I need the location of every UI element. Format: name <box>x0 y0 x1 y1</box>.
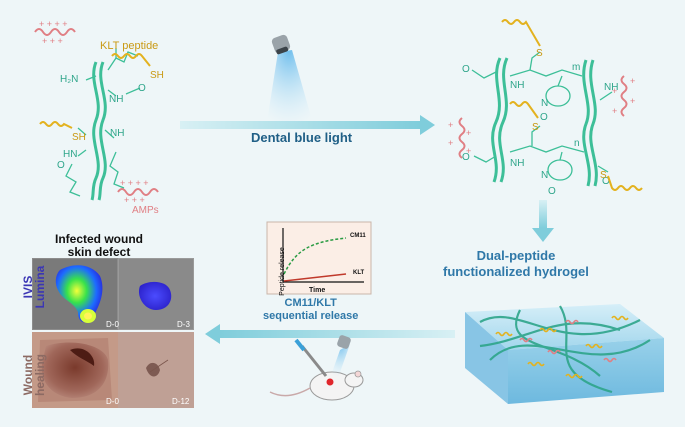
net-o-1: O <box>462 64 470 75</box>
net-s-3: S <box>600 170 607 181</box>
net-nh-2: NH <box>510 158 524 169</box>
svg-text:+: + <box>612 106 617 116</box>
graph-klt-label: KLT <box>353 270 365 276</box>
net-s-2: S <box>532 122 539 133</box>
net-o-5: O <box>602 176 610 187</box>
release-graph <box>266 221 372 295</box>
svg-text:+: + <box>466 128 471 138</box>
ivis-d0-label: D-0 <box>106 320 119 329</box>
hydrogel-title-line2: functionalized hydrogel <box>443 264 589 279</box>
chem-o-1: O <box>138 83 146 94</box>
dental-blue-light-label: Dental blue light <box>251 130 353 145</box>
net-n-2: N <box>541 170 548 181</box>
klt-curve <box>283 273 347 282</box>
net-m: m <box>572 62 580 73</box>
net-nh-3: NH <box>604 82 618 93</box>
ivis-side-label: IVIS Lumina <box>21 260 47 314</box>
monomer-side-groups <box>65 48 141 197</box>
network-thioethers: S S S <box>501 19 643 191</box>
dental-lamp-icon <box>266 34 312 128</box>
chem-nh-1: NH <box>109 94 123 105</box>
ivis-panels <box>32 258 194 330</box>
net-nh-1: NH <box>510 80 524 91</box>
net-o-3: O <box>540 112 548 123</box>
crosslinked-network <box>491 57 598 187</box>
svg-text:+ + + +: + + + + <box>120 178 149 188</box>
klt-peptide-left: SH <box>39 121 86 143</box>
infected-wound-title: Infected wound skin defect <box>55 233 143 259</box>
arrow-down <box>532 200 554 242</box>
hydrogel-title: Dual-peptide functionalized hydrogel <box>443 248 589 280</box>
wound-d12-label: D-12 <box>172 397 190 406</box>
arrow-left <box>205 324 455 344</box>
svg-text:+ + +: + + + <box>42 36 63 46</box>
graph-x-label: Time <box>309 287 326 294</box>
cm11-curve <box>283 237 347 275</box>
chem-hn: HN <box>63 149 77 160</box>
net-o-2: O <box>462 152 470 163</box>
release-caption-line1: CM11/KLT <box>284 297 337 309</box>
chem-sh-2: SH <box>72 132 86 143</box>
svg-text:+: + <box>466 146 471 156</box>
amp-peptide-bottom: + + + + + + + <box>117 178 159 205</box>
network-crosslinks <box>471 51 613 181</box>
release-caption-line2: sequential release <box>263 310 359 322</box>
graph-cm11-label: CM11 <box>350 233 366 239</box>
svg-text:+: + <box>630 76 635 86</box>
chem-o-2: O <box>57 160 65 171</box>
hydrogel-title-line1: Dual-peptide <box>476 248 556 263</box>
monomer-backbone <box>90 61 107 201</box>
svg-text:+: + <box>448 138 453 148</box>
release-caption: CM11/KLT sequential release <box>263 297 358 323</box>
amps-label: AMPs <box>132 205 159 216</box>
mouse-treatment-icon <box>269 335 364 401</box>
svg-text:+ + + +: + + + + <box>39 19 68 29</box>
wound-label-line2: healing <box>33 354 47 397</box>
chem-nh-2: NH <box>110 128 124 139</box>
amp-peptide-topleft <box>34 28 76 36</box>
infected-title-line2: skin defect <box>67 245 131 259</box>
ivis-d3-label: D-3 <box>177 320 190 329</box>
svg-text:+ + +: + + + <box>124 195 145 205</box>
ivis-label-line2: Lumina <box>33 265 47 309</box>
infected-title-line1: Infected wound <box>55 232 143 246</box>
network-amps: + + + + + + + + <box>448 75 635 159</box>
net-n-1: N <box>541 98 548 109</box>
net-o-4: O <box>548 186 556 197</box>
net-s-1: S <box>536 48 543 59</box>
svg-text:+: + <box>612 86 617 96</box>
wound-panels <box>32 332 194 408</box>
arrow-right <box>180 115 435 135</box>
svg-text:+: + <box>448 120 453 130</box>
wound-d0-label: D-0 <box>106 397 119 406</box>
svg-text:+: + <box>630 96 635 106</box>
hydrogel-block <box>465 304 664 404</box>
chem-nh2: H₂N <box>60 74 78 85</box>
klt-peptide-top: SH <box>111 53 164 81</box>
graph-y-label: Peptide release <box>278 247 286 296</box>
chem-sh-1: SH <box>150 70 164 81</box>
wound-side-label: Wound healing <box>21 342 47 408</box>
net-n-sub: n <box>574 138 580 149</box>
klt-peptide-label: KLT peptide <box>100 40 159 52</box>
